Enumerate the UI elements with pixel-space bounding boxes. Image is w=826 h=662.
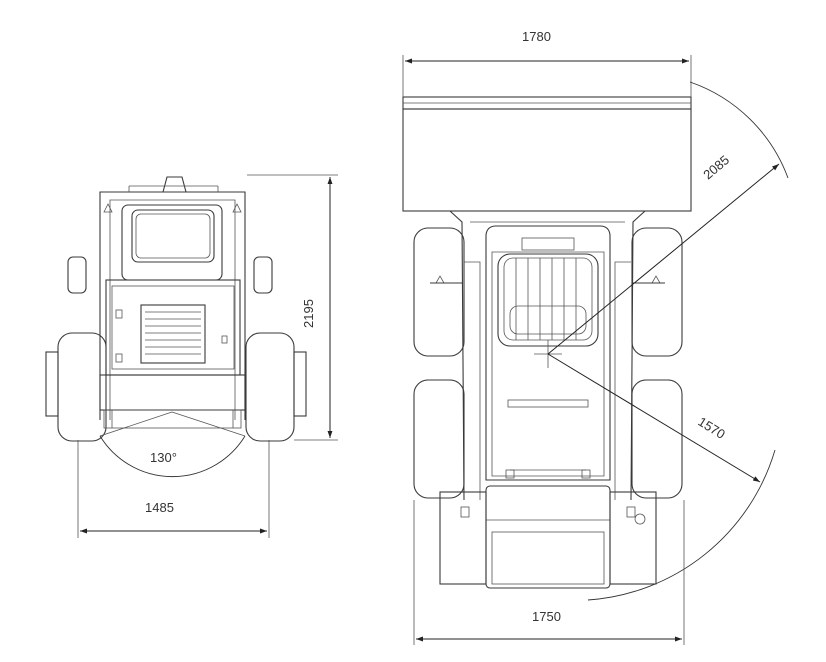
rear-radius-dimension: 1570 — [547, 353, 761, 483]
top-right-front-wheel — [631, 227, 683, 357]
bucket — [402, 96, 692, 212]
bucket-width-label: 1780 — [522, 29, 551, 44]
front-height-label: 2195 — [301, 299, 316, 328]
outer-radius-dimension: 2085 — [547, 152, 780, 355]
body-width-dimension: 1750 — [413, 500, 685, 645]
front-lower-frame — [99, 374, 246, 429]
outer-radius-label: 2085 — [700, 152, 732, 182]
rear-counterweight — [439, 485, 657, 589]
top-right-rear-wheel — [631, 379, 683, 499]
bucket-width-dimension: 1780 — [402, 29, 692, 97]
front-left-wheel — [45, 332, 107, 442]
body-width-label: 1750 — [532, 609, 561, 624]
engine-panel — [105, 279, 241, 376]
rear-radius-label: 1570 — [695, 414, 727, 442]
loader-arms — [430, 210, 665, 501]
front-width-dimension: 1485 — [77, 440, 270, 538]
angle-label: 130° — [150, 450, 177, 465]
front-body — [99, 176, 246, 420]
front-right-wheel — [245, 332, 307, 442]
top-left-front-wheel — [413, 227, 465, 357]
front-height-dimension: 2195 — [247, 174, 338, 441]
engine-hood — [505, 399, 591, 479]
right-side-pod — [253, 256, 273, 294]
front-view: 130° 1485 2195 — [45, 174, 338, 538]
front-width-label: 1485 — [145, 500, 174, 515]
turning-radius-arcs — [587, 81, 789, 601]
operator-cage — [497, 253, 599, 347]
left-side-pod — [67, 256, 87, 294]
front-cab — [121, 204, 223, 281]
top-left-rear-wheel — [413, 379, 465, 499]
chassis — [485, 225, 611, 481]
approach-angle-indicator: 130° — [99, 411, 246, 477]
top-view: 1780 — [402, 29, 789, 645]
